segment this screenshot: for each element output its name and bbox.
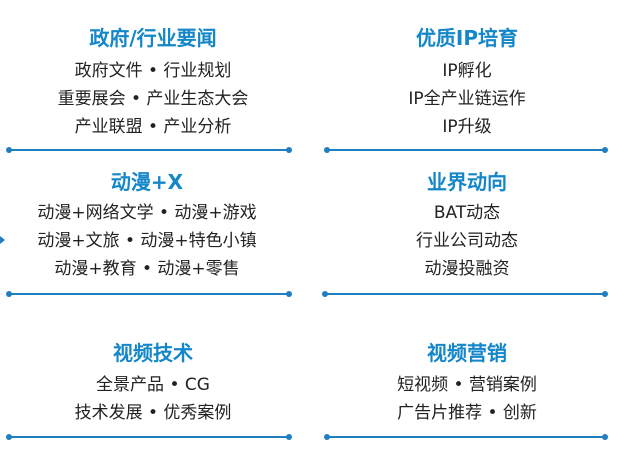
panel-line: 产业联盟 • 产业分析	[74, 117, 232, 137]
panel-line: 动漫投融资	[424, 259, 510, 279]
panel-video-marketing: 视频营销 短视频 • 营销案例 广告片推荐 • 创新	[322, 295, 612, 440]
panel-line: 短视频 • 营销案例	[397, 375, 537, 395]
panel-line: 全景产品 • CG	[96, 375, 210, 395]
panel-line: IP升级	[442, 117, 492, 137]
panel-title: 视频技术	[113, 341, 193, 365]
panel-title: 动漫+X	[110, 170, 184, 194]
panel-title: 优质IP培育	[415, 26, 519, 50]
panel-line: 技术发展 • 优秀案例	[74, 403, 232, 423]
panel-line: 重要展会 • 产业生态大会	[57, 89, 249, 109]
divider-line	[6, 147, 292, 153]
panel-line: 广告片推荐 • 创新	[397, 403, 537, 423]
panel-video-technology: 视频技术 全景产品 • CG 技术发展 • 优秀案例	[8, 295, 298, 440]
panel-line: 动漫+教育 • 动漫+零售	[54, 259, 240, 279]
panel-anime-plus-x: 动漫+X 动漫+网络文学 • 动漫+游戏 动漫+文旅 • 动漫+特色小镇 动漫+…	[2, 150, 292, 295]
divider-line	[324, 147, 608, 153]
panel-title: 政府/行业要闻	[89, 26, 217, 50]
panel-line: 动漫+文旅 • 动漫+特色小镇	[37, 231, 257, 251]
arrow-marker-icon	[0, 236, 5, 244]
panel-line: 动漫+网络文学 • 动漫+游戏	[37, 203, 257, 223]
panel-title: 业界动向	[427, 170, 507, 194]
panel-line: BAT动态	[433, 203, 501, 223]
divider-line	[322, 291, 608, 297]
panel-line: 行业公司动态	[416, 231, 518, 251]
panel-government-news: 政府/行业要闻 政府文件 • 行业规划 重要展会 • 产业生态大会 产业联盟 •…	[8, 0, 298, 150]
divider-line	[6, 291, 292, 297]
divider-line	[324, 434, 608, 440]
panel-ip-incubation: 优质IP培育 IP孵化 IP全产业链运作 IP升级	[322, 0, 612, 150]
panel-title: 视频营销	[427, 341, 507, 365]
panel-industry-trends: 业界动向 BAT动态 行业公司动态 动漫投融资	[322, 150, 612, 295]
panel-line: 政府文件 • 行业规划	[74, 61, 232, 81]
divider-line	[6, 434, 292, 440]
panel-line: IP孵化	[442, 61, 492, 81]
panel-line: IP全产业链运作	[408, 89, 526, 109]
